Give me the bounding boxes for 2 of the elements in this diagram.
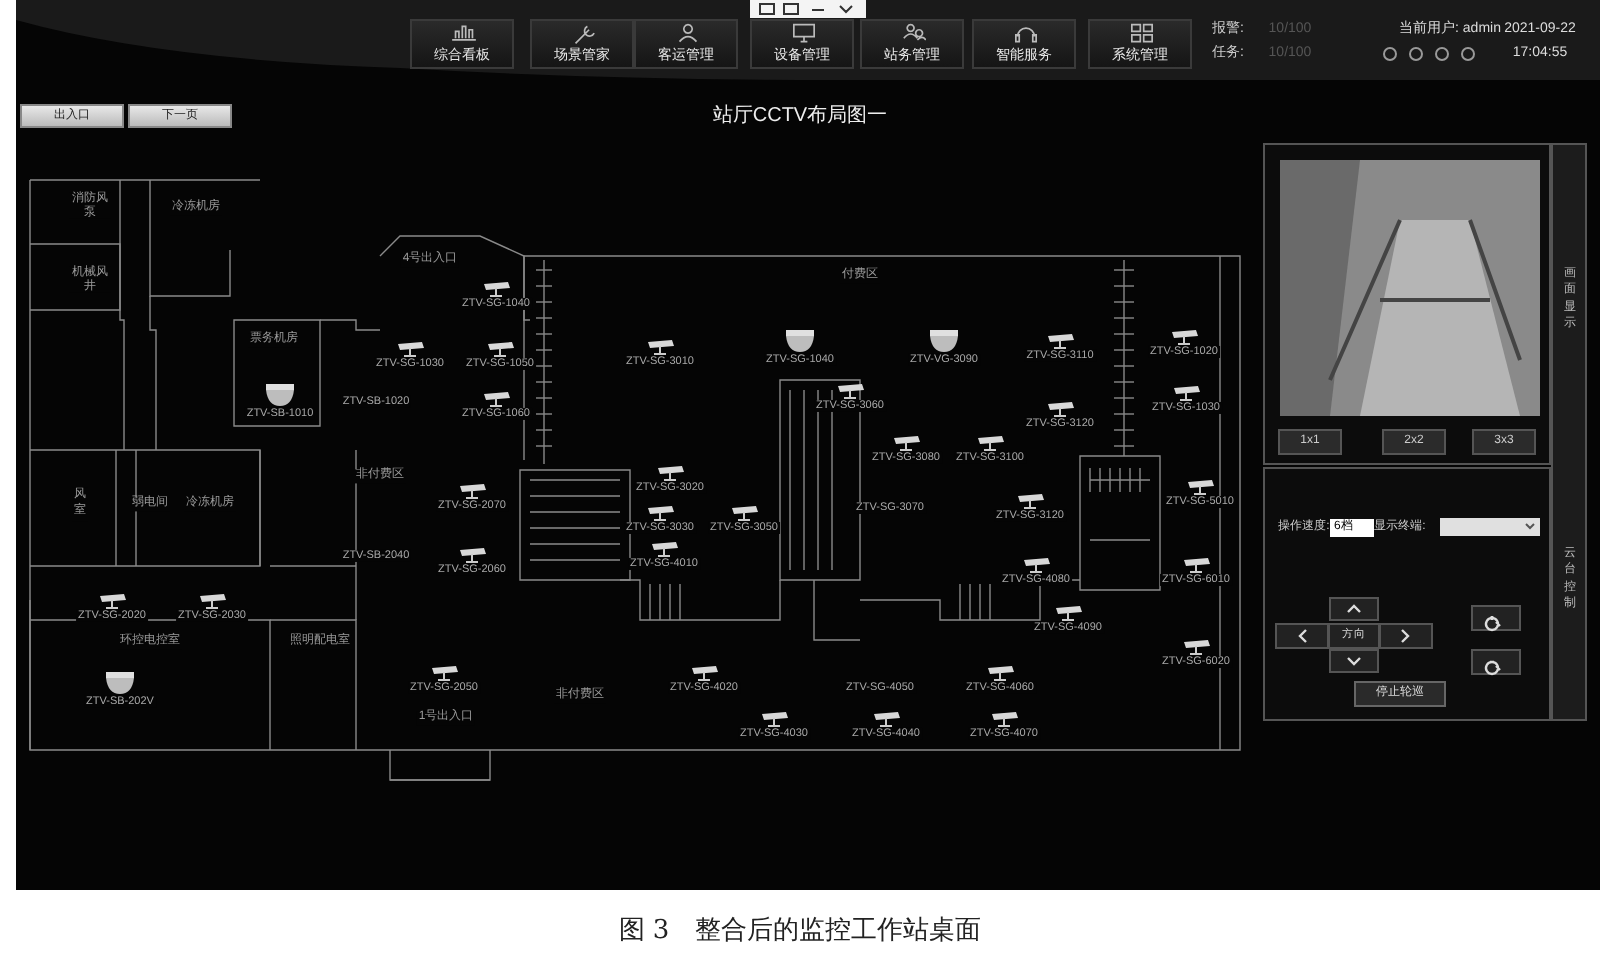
page-heading: 站厅CCTV布局图一 <box>712 105 888 127</box>
figure-caption: 图 3 整合后的监控工作站桌面 <box>616 914 984 948</box>
